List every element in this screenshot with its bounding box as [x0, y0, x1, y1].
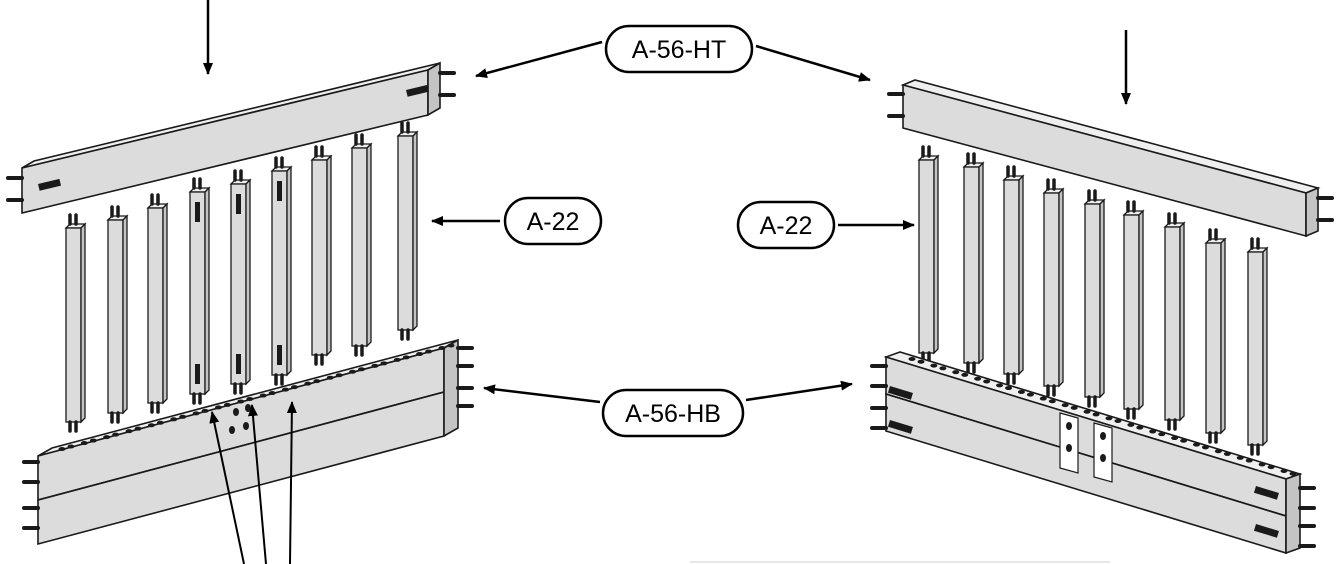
arrow-to-right-bottom-rail: [745, 380, 853, 402]
picket: [229, 169, 252, 395]
picket: [146, 193, 169, 414]
picket: [1083, 189, 1106, 408]
slot-mark: [406, 84, 430, 97]
label-text-top-rail: A-56-HT: [632, 36, 726, 64]
left-bottom-rail: [22, 338, 474, 546]
picket: [310, 145, 333, 366]
left-assembly: [6, 0, 474, 564]
picket: [1002, 165, 1025, 385]
slot-mark: [37, 178, 62, 191]
pointer-lines: [209, 401, 297, 564]
picket: [1122, 200, 1145, 420]
picket: [1204, 228, 1227, 444]
label-picket-left: A-22: [503, 196, 603, 246]
right-assembly: [870, 30, 1334, 555]
picket: [1042, 178, 1065, 397]
label-text-picket-left: A-22: [527, 208, 580, 236]
picket: [1163, 212, 1186, 431]
picket: [188, 177, 211, 405]
arrow-to-right-top-rail: [755, 44, 871, 82]
label-top-rail: A-56-HT: [604, 24, 754, 74]
left-top-rail: [6, 61, 456, 215]
left-rail-holes: [58, 343, 455, 451]
label-picket-right: A-22: [736, 200, 836, 250]
picket: [350, 133, 373, 357]
label-text-bottom-rail: A-56-HB: [625, 400, 721, 428]
right-bottom-rail: [870, 351, 1316, 555]
label-bottom-rail: A-56-HB: [601, 388, 745, 438]
arrow-to-left-top-rail: [475, 40, 603, 78]
picket: [396, 121, 419, 341]
picket: [106, 205, 129, 424]
right-pickets: [917, 145, 1269, 456]
picket: [917, 145, 940, 364]
picket: [270, 156, 293, 386]
right-top-rail: [887, 79, 1334, 238]
picket: [962, 152, 985, 374]
picket: [64, 213, 87, 433]
label-text-picket-right: A-22: [760, 212, 813, 240]
left-pickets: [64, 121, 419, 433]
right-rail-holes: [908, 357, 1297, 476]
picket: [1246, 237, 1269, 456]
arrow-to-left-bottom-rail: [483, 384, 601, 404]
